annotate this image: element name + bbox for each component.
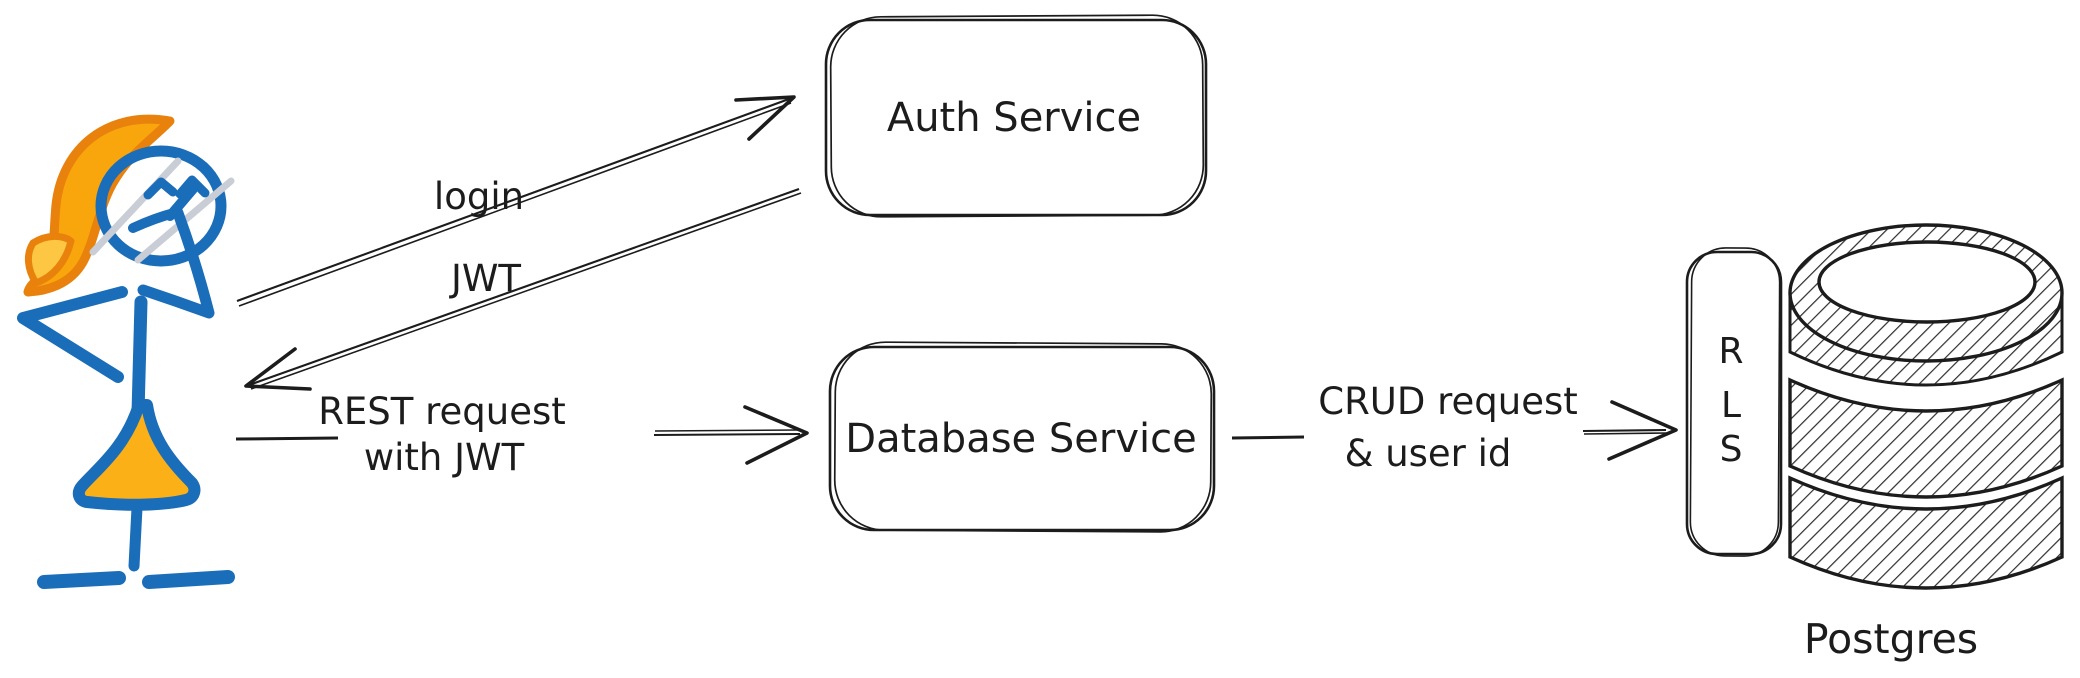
hair-highlight: [25, 232, 75, 287]
rest-arrow: [235, 405, 809, 465]
arrowhead-icon: [743, 405, 809, 465]
rest-arrow-label-line2: with JWT: [364, 436, 525, 479]
left-foot: [37, 571, 126, 589]
jwt-arrow-label: JWT: [449, 257, 521, 300]
rest-arrow-label-line1: REST request: [318, 390, 566, 433]
dress: [72, 399, 201, 511]
crud-arrow-label-line2: & user id: [1345, 432, 1512, 475]
head: [95, 145, 227, 267]
person-icon: [17, 114, 235, 589]
right-arm: [137, 207, 215, 319]
postgres-label: Postgres: [1804, 615, 1978, 663]
left-eye: [143, 177, 178, 200]
database-cylinder-icon: [1788, 223, 2064, 590]
database-service-label: Database Service: [845, 416, 1196, 462]
right-eye: [175, 175, 210, 199]
rls-letter-l: L: [1721, 385, 1741, 426]
face-streak: [89, 157, 182, 256]
login-arrow-label: login: [434, 175, 524, 218]
rls-letter-s: S: [1720, 429, 1743, 470]
arrowhead-icon: [244, 347, 312, 391]
crud-arrow: [1231, 400, 1678, 461]
arrowhead-icon: [734, 95, 796, 141]
jwt-arrow: [244, 188, 802, 391]
rls-node: R L S: [1685, 247, 1783, 557]
left-arm: [17, 286, 128, 383]
auth-service-node: Auth Service: [824, 14, 1208, 218]
rls-letter-r: R: [1718, 331, 1743, 372]
arrowhead-icon: [1607, 400, 1678, 461]
crud-arrow-label-line1: CRUD request: [1318, 380, 1578, 423]
leg: [128, 502, 143, 572]
database-service-node: Database Service: [828, 341, 1216, 533]
body: [131, 295, 148, 420]
right-foot: [142, 570, 235, 589]
auth-service-label: Auth Service: [887, 95, 1141, 141]
login-arrow: [236, 95, 796, 307]
